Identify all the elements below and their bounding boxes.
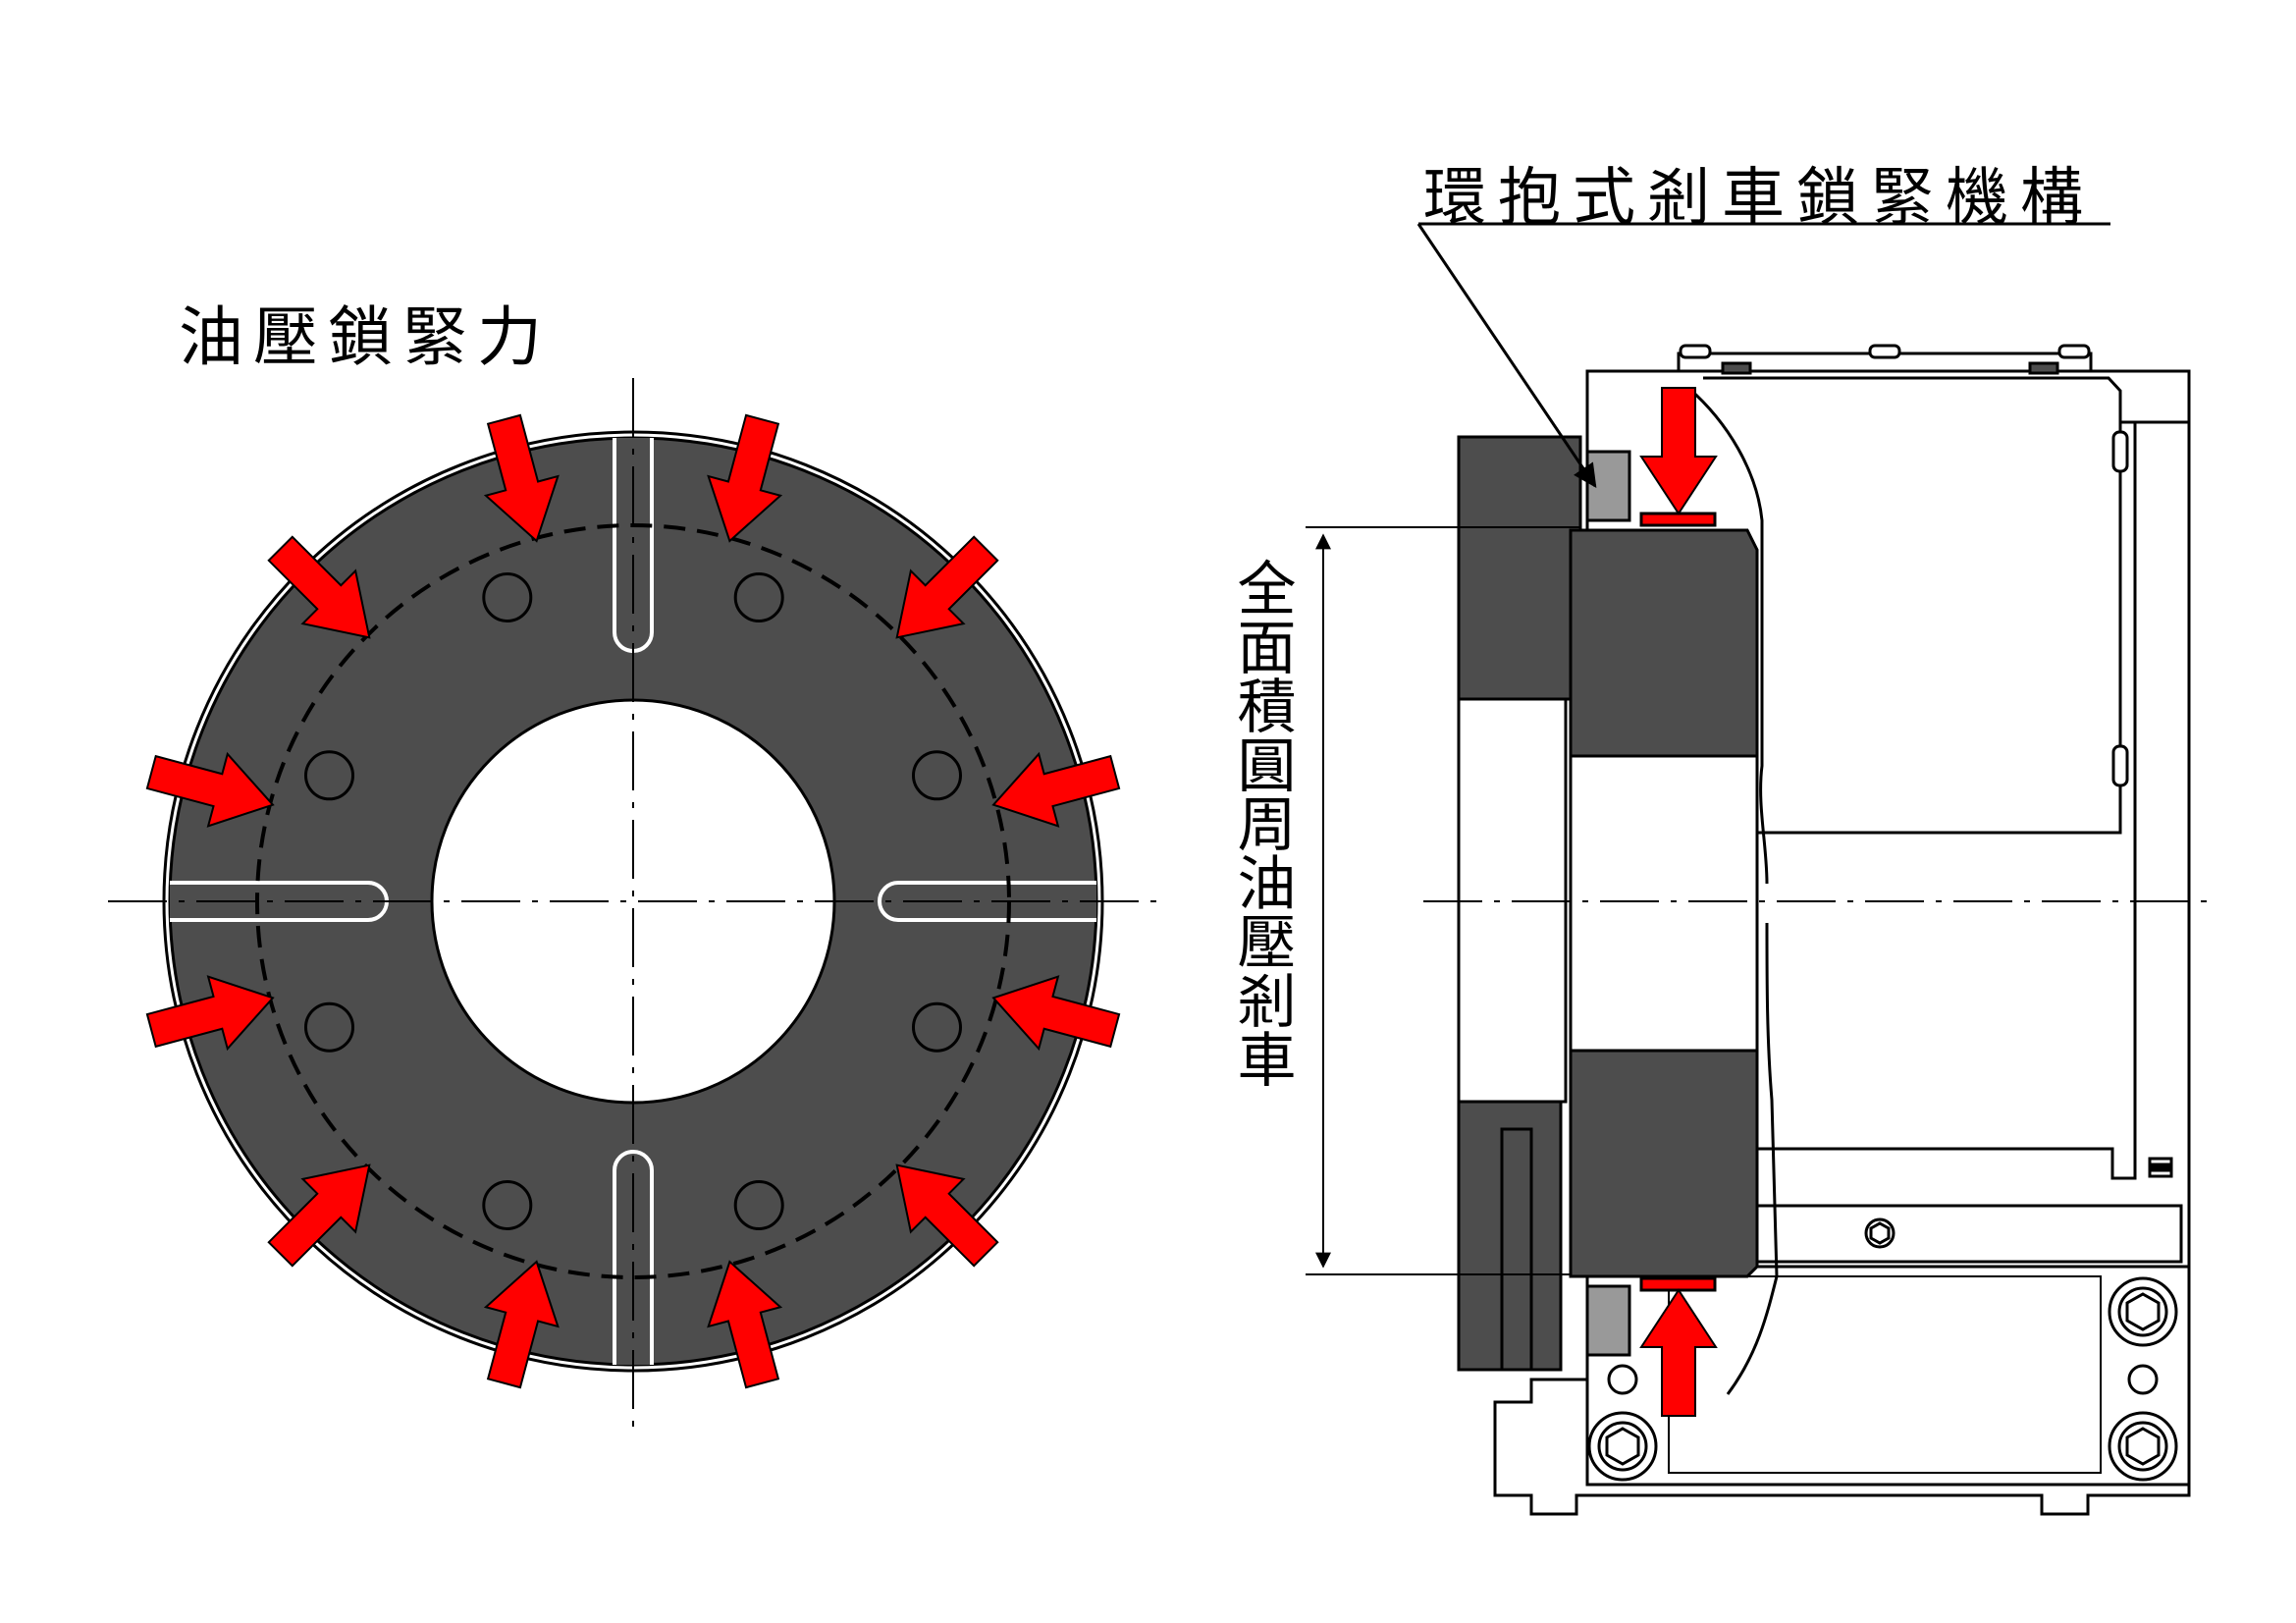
cover-gasket-1 [1721,361,1752,375]
bolt-holes [304,572,962,1230]
front-view-disc [108,378,1163,1429]
force-arrow [267,535,371,639]
shaft-bore [1569,754,1759,1053]
indicator-inner [2150,1163,2171,1172]
contact-pad-lower [1639,1276,1717,1292]
force-arrow [145,975,275,1052]
shaft-upper [1569,528,1759,758]
mechanism-label: 環抱式剎車鎖緊機構 [1423,162,2095,235]
force-arrow [267,1163,371,1268]
cover-screw-2 [1868,344,1901,359]
side-bolt-2 [2111,744,2129,787]
oil-pressure-force-label: 油壓鎖緊力 [179,299,552,375]
seal-upper [1585,450,1631,522]
bolt-hole [733,1179,784,1230]
force-arrow [991,751,1121,828]
base-inner [1668,1275,2102,1474]
bolt-hole [304,750,355,801]
force-arrow [483,1260,560,1389]
force-arrow [145,751,275,828]
left-flange-upper [1457,435,1582,701]
section-arrows [1639,387,1718,1417]
left-flange-lower-step [1500,1127,1533,1372]
bolt-hole [733,572,784,623]
clamp-arrow [1639,1288,1718,1417]
section-view [1306,222,2218,1516]
base-bolts [1587,1276,2178,1482]
lower-bracket [1755,1204,2183,1264]
bolt-hole [911,750,962,801]
seal-lower [1585,1284,1631,1357]
cover-screw-3 [2057,344,2091,359]
force-arrow [895,535,999,639]
force-arrow [991,975,1121,1052]
force-arrow [707,413,783,543]
side-bolt-1 [2111,430,2129,473]
shaft-lower [1569,1049,1759,1278]
contact-pad-upper [1639,512,1717,527]
force-arrows [145,413,1121,1389]
curve-upper [1687,386,1769,885]
force-arrow [895,1163,999,1268]
curve-lower [1726,922,1779,1395]
bolt-hole [304,1001,355,1053]
cover-gasket-2 [2028,361,2059,375]
bolt-hole [482,1179,533,1230]
bolt-hole [911,1001,962,1053]
bracket-hex [1869,1221,1891,1245]
force-arrow [483,413,560,543]
bolt-hole [482,572,533,623]
slot-right [878,881,1096,922]
slot-bottom [613,1150,654,1365]
force-arrow [707,1260,783,1389]
clamp-arrow [1639,387,1718,515]
brake-dimension-label: 全面積圓周油壓剎車 [1227,558,1296,1088]
leader-line [1416,223,1597,488]
cover-screw-1 [1679,344,1712,359]
